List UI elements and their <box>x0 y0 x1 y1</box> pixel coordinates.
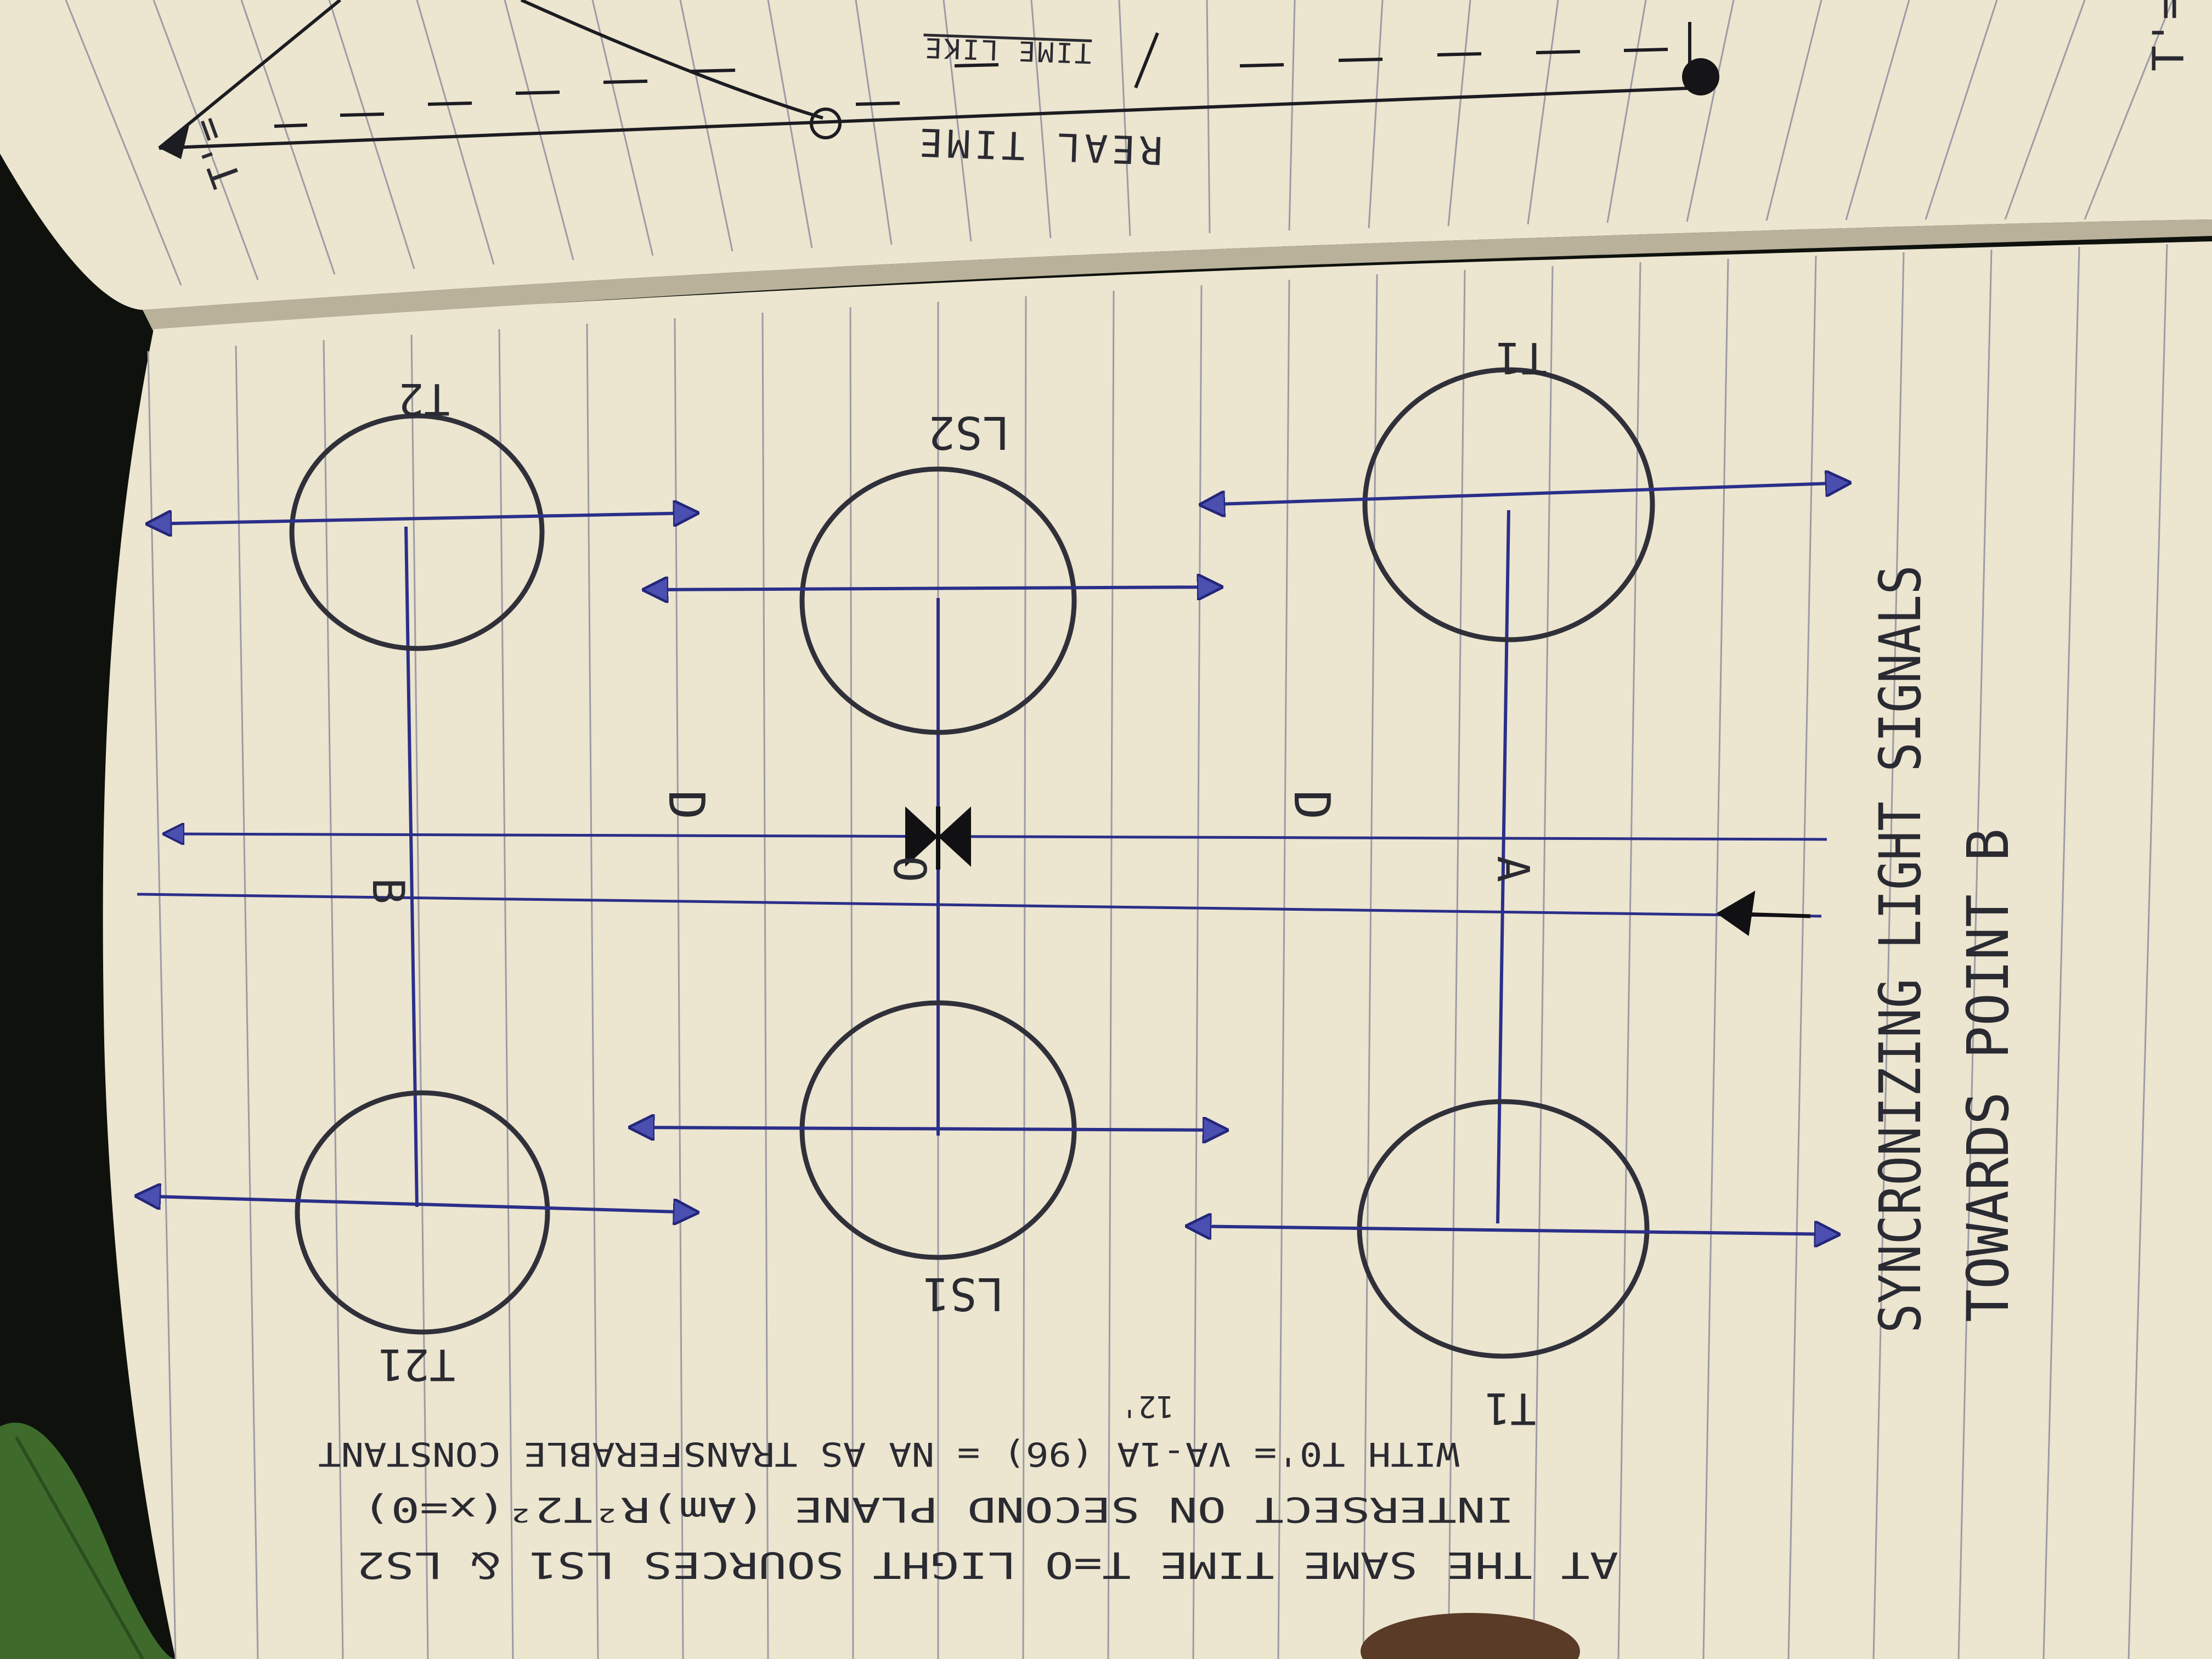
fletched-arrow-icon <box>1716 890 1811 936</box>
title-line-1: SYNCRONIZING LIGHT SIGNALS <box>1867 565 1934 1333</box>
real-time-label: REAL TIME <box>915 119 1164 173</box>
point-marker <box>1682 58 1719 95</box>
top-page-sketch <box>158 0 1701 150</box>
bottom-page <box>103 241 2212 1659</box>
title-line-2: TOWARDS POINT B <box>1955 828 2022 1322</box>
label-t1-top: T1 <box>1496 332 1547 382</box>
t1-connector-line <box>1496 510 1510 1224</box>
arrowhead-icon <box>159 125 189 159</box>
note-line-2: INTERSECT ON SECOND PLANE (Am)R²T2²(x=0) <box>362 1489 1514 1530</box>
top-page <box>0 0 2212 310</box>
arrow-t1-top <box>1201 483 1849 505</box>
leaf <box>0 1423 176 1659</box>
label-a: A <box>1487 856 1538 882</box>
arrow-t2 <box>148 513 697 524</box>
leaf-vein <box>15 1436 144 1659</box>
label-t2: T2 <box>398 374 450 423</box>
arrow-ls1 <box>631 1127 1226 1130</box>
open-point-marker <box>810 108 842 139</box>
label-t1-bottom: T1 <box>1485 1383 1536 1432</box>
label-d-right: D <box>1283 790 1340 820</box>
arrow-t1-bottom <box>1188 1226 1838 1234</box>
top-page-rule-lines <box>65 0 2174 286</box>
axis-line-b <box>137 893 1822 918</box>
label-ls1: LS1 <box>923 1267 1004 1319</box>
label-o: O <box>884 856 935 882</box>
note-line-1: AT THE SAME TIME T=O LIGHT SOURCES LS1 &… <box>357 1544 1618 1586</box>
label-t21: T21 <box>378 1339 455 1389</box>
arrow-ls2 <box>645 587 1221 590</box>
signal-arrows <box>137 483 1849 1234</box>
page-gutter-shadow <box>143 219 2212 332</box>
arrow-t21 <box>137 1196 697 1212</box>
note-fraction-denominator: 12' <box>1120 1389 1174 1424</box>
label-b: B <box>363 878 414 904</box>
time-like-label: TIME LIKE <box>923 31 1092 69</box>
t-prime-right-label: T'=T <box>2145 0 2194 71</box>
axis-line-d <box>165 834 1827 839</box>
note-line-3: WITH T0'= VA-1A (96) = NA AS TRANSFERABL… <box>318 1435 1459 1473</box>
fingertip <box>1361 1613 1580 1659</box>
label-ls2: LS2 <box>928 406 1009 458</box>
top-page-dashes <box>274 48 1668 128</box>
label-d-left: D <box>657 790 715 820</box>
